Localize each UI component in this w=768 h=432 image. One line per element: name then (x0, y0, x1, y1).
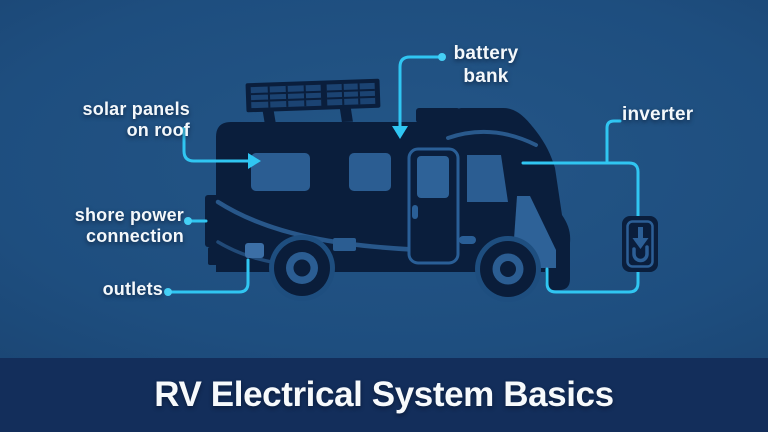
shore-power-pedestal-foot (208, 247, 218, 265)
callout-dot-outlets (164, 288, 172, 296)
callout-line-inverter-loop (521, 161, 640, 294)
callout-line-battery-bank (398, 55, 442, 128)
storage-compartment (333, 238, 356, 251)
title-banner: RV Electrical System Basics (0, 358, 768, 432)
front-wheel (475, 236, 541, 302)
callout-label-battery-bank: battery bank (453, 43, 519, 87)
callout-dot-solar-panels (180, 127, 188, 135)
cab-side-window (467, 155, 508, 202)
callout-dot-battery-bank (438, 53, 446, 61)
mid-window (349, 153, 391, 191)
solar-panel-leg (339, 104, 353, 123)
callout-label-inverter: inverter (622, 104, 694, 125)
callout-line-inverter-label (605, 119, 622, 163)
solar-panel-grid (250, 83, 376, 108)
callout-label-outlets: outlets (102, 279, 163, 299)
rear-wheel (269, 235, 335, 301)
side-trim-bar (459, 236, 476, 244)
callout-endpoints (164, 53, 446, 296)
callout-line-outlets (169, 258, 250, 294)
callout-arrow-battery-bank (392, 126, 408, 139)
cab-roof-swoosh (446, 129, 538, 147)
page-title: RV Electrical System Basics (154, 375, 614, 414)
solar-panel-icon (245, 78, 381, 125)
callout-connectors (169, 55, 640, 294)
entry-door (407, 147, 460, 265)
inverter-device-icon (622, 216, 658, 272)
rv-illustration (205, 78, 571, 302)
rear-window (251, 153, 310, 191)
outlet-box (245, 243, 264, 258)
door-handle (412, 205, 418, 219)
callout-label-shore-power: shore power connection (74, 205, 184, 246)
down-arrow-icon (632, 227, 649, 249)
callout-label-solar-panels: solar panels on roof (82, 99, 190, 140)
callout-arrow-solar-panels (248, 153, 261, 169)
callout-line-solar-panels (182, 134, 250, 163)
solar-panel-leg (262, 109, 276, 125)
plug-hook-icon (632, 245, 649, 263)
callout-dot-shore-power (184, 217, 192, 225)
door-window (417, 156, 449, 198)
roof-ac-unit (416, 108, 460, 123)
